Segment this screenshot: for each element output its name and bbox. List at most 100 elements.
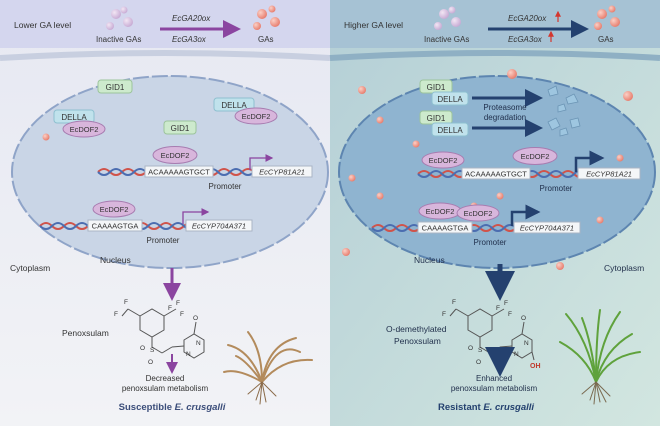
- left-gid1-b-label: GID1: [171, 124, 190, 133]
- right-ecdof2-a: [421, 151, 465, 169]
- left-cytoplasm-label: Cytoplasm: [10, 263, 50, 273]
- right-gid1-b-label: GID1: [427, 114, 446, 123]
- svg-text:N: N: [514, 351, 519, 358]
- right-active-ga-dots: [594, 5, 620, 30]
- left-level-label: Lower GA level: [14, 20, 71, 30]
- right-ecdof2-d-label: EcDOF2: [464, 209, 493, 218]
- left-ecdof2-c: [152, 146, 198, 164]
- svg-text:O: O: [193, 315, 198, 322]
- svg-text:O: O: [140, 345, 145, 352]
- left-ecdof2-a: [62, 120, 106, 138]
- left-gene-cyp704: EcCYP704A371: [192, 222, 246, 231]
- left-seq-top-box: [144, 165, 214, 178]
- left-ecdof2-b: [234, 107, 278, 125]
- left-molecule-atoms: F F F F F S O O O N N: [114, 299, 201, 366]
- right-metabolism-line2: penoxsulam metabolism: [451, 384, 538, 393]
- left-gene-cyp81: EcCYP81A21: [259, 168, 305, 177]
- right-seq-top-box: [461, 167, 531, 180]
- svg-text:F: F: [442, 311, 446, 318]
- right-ecdof2-b: [512, 147, 558, 165]
- right-gene-cyp81: EcCYP81A21: [586, 170, 632, 179]
- svg-text:O: O: [521, 315, 526, 322]
- left-metabolism-line1: Decreased: [146, 374, 185, 383]
- right-tss-arrow-bottom: [510, 204, 541, 226]
- right-ecdof2-d: [456, 204, 500, 222]
- right-proteasome-line1: Proteasome: [483, 103, 527, 112]
- right-inactive-label: Inactive GAs: [424, 35, 469, 44]
- right-seq-bottom: CAAAAGTGA: [422, 224, 469, 233]
- left-nucleus-label: Nucleus: [100, 255, 131, 265]
- right-gene-ga20ox: EcGA20ox: [508, 14, 547, 23]
- svg-text:F: F: [114, 311, 118, 318]
- left-ecdof2-b-label: EcDOF2: [242, 112, 271, 121]
- right-gene-cyp704: EcCYP704A371: [520, 224, 574, 233]
- left-caption: Susceptible E. crusgalli: [119, 402, 226, 413]
- right-inactive-ga-dots: [434, 6, 461, 30]
- left-wilted-plant-illustration: [223, 331, 313, 405]
- right-herbicide-line1: O-demethylated: [386, 324, 447, 334]
- right-degraded-fragments: [547, 85, 581, 137]
- left-tss-arrow-bottom: [182, 208, 210, 224]
- right-seq-bottom-box: [417, 221, 473, 234]
- right-promoter-bottom: Promoter: [474, 238, 507, 247]
- left-metabolism-line2: penoxsulam metabolism: [122, 384, 209, 393]
- left-gid1-a-label: GID1: [106, 83, 125, 92]
- left-penoxsulam-structure: [121, 308, 205, 359]
- svg-text:F: F: [452, 299, 456, 306]
- right-caption: Resistant E. crusgalli: [438, 402, 534, 413]
- svg-text:S: S: [150, 347, 155, 354]
- svg-text:F: F: [504, 300, 508, 307]
- right-cytoplasm-label: Cytoplasm: [604, 263, 644, 273]
- right-ecdof2-c-label: EcDOF2: [426, 207, 455, 216]
- right-della-b-label: DELLA: [437, 126, 463, 135]
- right-tss-arrow-top: [574, 150, 605, 172]
- right-della-a: [431, 91, 469, 106]
- svg-text:F: F: [496, 305, 500, 312]
- left-herbicide-label: Penoxsulam: [62, 328, 109, 338]
- svg-text:O: O: [476, 359, 481, 366]
- left-seq-top: ACAAAAAGTGCT: [148, 168, 210, 177]
- right-herbicide-line2: Penoxsulam: [394, 336, 441, 346]
- svg-text:F: F: [176, 300, 180, 307]
- left-ecdof2-c-label: EcDOF2: [161, 151, 190, 160]
- left-della-b: [213, 97, 255, 112]
- right-ecdof2-b-label: EcDOF2: [521, 152, 550, 161]
- right-nucleus-label: Nucleus: [414, 255, 445, 265]
- right-oh-label: OH: [530, 363, 541, 370]
- left-gas-label: GAs: [258, 35, 274, 44]
- left-seq-bottom: CAAAAGTGA: [92, 222, 139, 231]
- right-metabolism-line1: Enhanced: [476, 374, 512, 383]
- right-della-a-label: DELLA: [437, 95, 463, 104]
- right-promoter-top: Promoter: [540, 184, 573, 193]
- right-ecdof2-a-label: EcDOF2: [429, 156, 458, 165]
- left-inactive-label: Inactive GAs: [96, 35, 141, 44]
- left-tss-arrow-top: [249, 154, 274, 170]
- left-gene-ga3ox: EcGA3ox: [172, 35, 207, 44]
- svg-text:F: F: [124, 299, 128, 306]
- left-inactive-ga-dots: [106, 6, 133, 30]
- right-gas-label: GAs: [598, 35, 614, 44]
- svg-text:N: N: [186, 351, 191, 358]
- right-cyp81-box: [577, 167, 641, 180]
- right-level-label: Higher GA level: [344, 20, 403, 30]
- left-della-b-label: DELLA: [221, 101, 247, 110]
- left-ecdof2-a-label: EcDOF2: [70, 125, 99, 134]
- right-proteasome-line2: degradation: [484, 113, 526, 122]
- svg-text:O: O: [468, 345, 473, 352]
- right-ga-dots: [342, 69, 633, 270]
- svg-text:F: F: [180, 311, 184, 318]
- svg-text:F: F: [168, 305, 172, 312]
- left-gene-ga20ox: EcGA20ox: [172, 14, 211, 23]
- left-cyp704-box: [185, 219, 253, 232]
- svg-text:O: O: [148, 359, 153, 366]
- right-gid1-a-label: GID1: [427, 83, 446, 92]
- left-ecdof2-d: [92, 200, 136, 218]
- left-ga-dot: [42, 133, 50, 141]
- right-della-b: [431, 122, 469, 137]
- svg-text:N: N: [524, 340, 529, 347]
- left-della-a-label: DELLA: [61, 113, 87, 122]
- left-active-ga-dots: [253, 5, 280, 30]
- left-promoter-top: Promoter: [209, 182, 242, 191]
